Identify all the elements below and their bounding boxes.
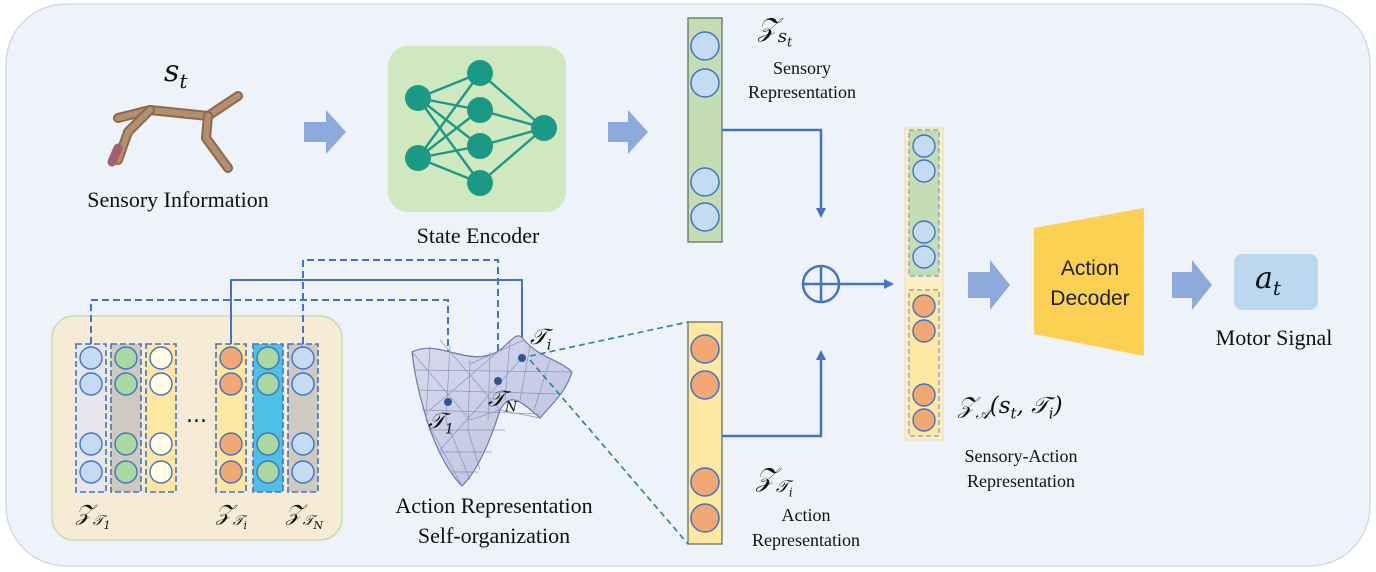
action-decoder-label: Action Decoder <box>1038 254 1142 315</box>
block-arrows <box>304 110 1212 310</box>
block-arrow-robot-to-encoder <box>304 110 346 154</box>
library-to-mesh-lines <box>90 259 526 400</box>
z-a-label: 𝒵𝒜(st, 𝒯i) <box>958 393 1063 423</box>
t1-label: 𝒯1 <box>428 409 454 438</box>
action-decoder <box>1034 208 1144 356</box>
self-organization-label-2: Self-organization <box>417 523 571 548</box>
motor-signal-label: Motor Signal <box>1215 325 1333 350</box>
mesh-to-action-column-lines <box>529 321 689 545</box>
block-arrow-encoder-to-sensory <box>608 110 648 154</box>
sensory-representation-label-2: Representation <box>748 82 856 102</box>
ellipsis-label: ... <box>186 403 207 428</box>
motor-signal-box <box>1234 254 1318 310</box>
action-representation-label-1: Action <box>781 505 831 525</box>
sensory-representation-column <box>687 17 723 243</box>
z-ti-label: 𝒵𝒯i <box>756 463 793 500</box>
action-decoder-label-1: Action <box>1060 257 1120 280</box>
sensory-action-representation-label-1: Sensory-Action <box>964 446 1078 466</box>
action-library-panel <box>51 315 343 541</box>
concat-operator-icon <box>801 264 841 304</box>
sensory-action-column <box>904 127 944 441</box>
block-arrow-decoder-to-motor <box>1172 260 1212 310</box>
z-t1-label: 𝒵𝒯1 <box>76 501 111 533</box>
tN-label: 𝒯N <box>488 387 518 416</box>
mesh-points <box>444 354 526 406</box>
action-representation-label-2: Representation <box>752 530 860 550</box>
block-arrow-concat-to-decoder <box>968 260 1010 310</box>
background-panel <box>5 3 1371 567</box>
state-encoder <box>388 46 566 212</box>
s-t-label: st <box>164 54 188 93</box>
merge-lines <box>722 128 894 438</box>
a-t-label: at <box>1255 261 1281 300</box>
z-tN-label: 𝒵𝒯N <box>286 501 324 533</box>
action-representation-column <box>687 321 723 545</box>
z-ti-library-label: 𝒵𝒯i <box>216 501 248 533</box>
sensory-representation-label-1: Sensory <box>773 58 831 78</box>
sensory-action-representation-label-2: Representation <box>967 471 1075 491</box>
robot-icon <box>107 91 243 173</box>
state-encoder-label: State Encoder <box>416 223 540 248</box>
ti-label: 𝒯i <box>530 325 552 354</box>
sensory-information-label: Sensory Information <box>87 187 269 212</box>
z-st-label: 𝒵st <box>758 13 793 51</box>
self-organization-label-1: Action Representation <box>395 493 593 518</box>
action-decoder-label-2: Decoder <box>1050 287 1130 311</box>
action-mesh-surface <box>411 335 573 487</box>
